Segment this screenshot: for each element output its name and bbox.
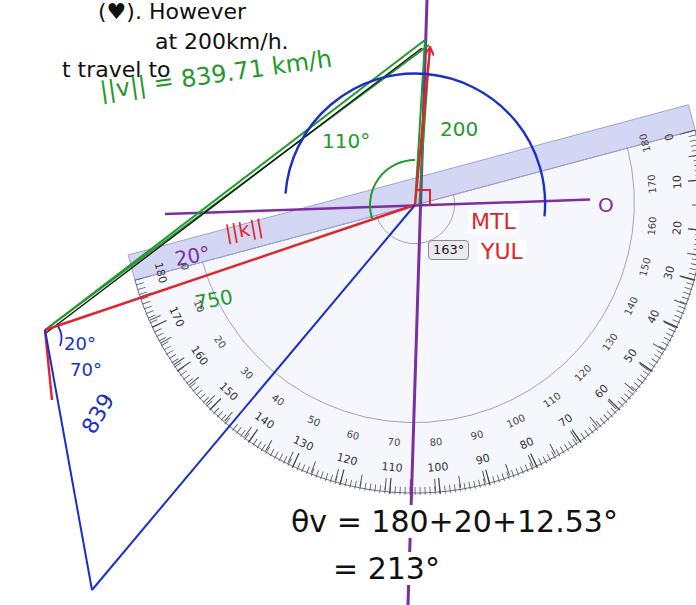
- protractor-number: 170: [646, 174, 659, 194]
- angle-label: 70°: [70, 360, 102, 380]
- protractor-number: 110: [381, 461, 403, 475]
- angle-label: 20°: [64, 334, 96, 354]
- magnitude-label: 839: [78, 390, 120, 438]
- city-label: YUL: [478, 240, 526, 264]
- protractor-number: 10: [671, 174, 684, 189]
- protractor-number: 20: [671, 220, 684, 235]
- speed-label: 200: [440, 118, 478, 140]
- protractor-number: 80: [429, 436, 443, 448]
- direction-formula: θv = 180+20+12.53°: [288, 505, 621, 538]
- handwritten-note: (♥). However: [98, 0, 246, 24]
- city-label: MTL: [468, 210, 519, 234]
- magnitude-label: ||v|| = 839.71 km/h: [98, 46, 333, 105]
- protractor-number: 70: [387, 436, 401, 448]
- angle-label: 20°: [173, 242, 212, 270]
- direction-result: = 213°: [330, 552, 443, 585]
- angle-label: 110°: [322, 130, 370, 152]
- axis-label: O: [598, 194, 614, 216]
- protractor-number: 100: [427, 461, 449, 475]
- handwritten-note: at 200km/h.: [155, 30, 289, 54]
- protractor-readout: 163°: [428, 240, 469, 260]
- protractor-number: 160: [646, 216, 659, 236]
